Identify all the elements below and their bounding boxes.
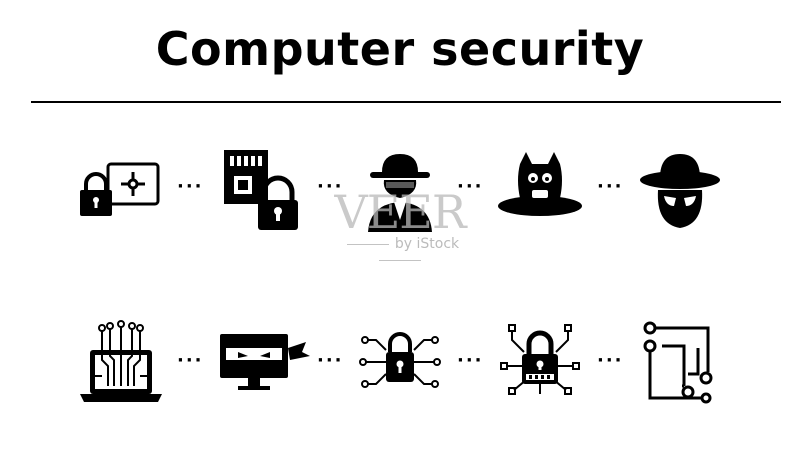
watermark-sub: by iStock xyxy=(394,236,460,252)
separator-dots: ··· xyxy=(597,176,624,197)
separator-dots: ··· xyxy=(177,176,204,197)
title-divider xyxy=(31,101,781,103)
watermark: VEER by iStock xyxy=(320,185,480,268)
laptop-circuit-icon xyxy=(78,320,164,404)
separator-dots: ··· xyxy=(177,350,204,371)
watermark-brand: VEER xyxy=(334,185,466,239)
spy-agent-icon xyxy=(360,148,440,232)
separator-dots: ··· xyxy=(317,350,344,371)
separator-dots: ··· xyxy=(597,350,624,371)
circuit-lock-icon xyxy=(358,328,442,390)
hat-hacker-icon xyxy=(638,150,722,230)
memory-card-lock-icon xyxy=(220,148,302,232)
separator-dots: ··· xyxy=(317,176,344,197)
page-title: Computer security xyxy=(155,22,645,76)
lock-with-safe-icon xyxy=(78,160,162,220)
devil-hacker-icon xyxy=(496,150,584,222)
circuit-board-icon xyxy=(640,320,720,404)
network-lock-icon xyxy=(496,322,584,398)
separator-dots: ··· xyxy=(457,350,484,371)
separator-dots: ··· xyxy=(457,176,484,197)
masked-monitor-icon xyxy=(218,332,314,392)
